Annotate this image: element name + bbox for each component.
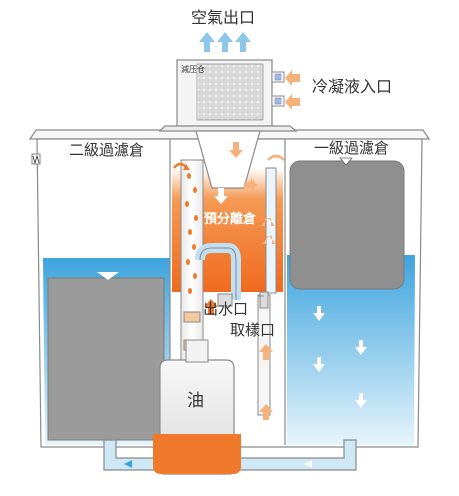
- flow-arrows-white: [313, 306, 367, 408]
- condensate-inlet-label: 冷凝液入口: [312, 77, 393, 96]
- tank-body: [31, 138, 423, 448]
- decompressor-label: 減压仓: [181, 65, 205, 74]
- condensate-inlet-arrows: [285, 70, 300, 110]
- pre-separation-chamber: [172, 130, 285, 416]
- water-outlet-label: 出水口: [203, 300, 249, 318]
- sampling-port-label: 取樣口: [230, 321, 276, 339]
- air-outlet-label: 空氣出口: [191, 8, 256, 27]
- air-outlet-arrows: [199, 32, 251, 52]
- primary-filter-label: 一級過濾倉: [314, 139, 390, 157]
- oil-droplets: [185, 173, 198, 294]
- secondary-filter-label: 二級過濾倉: [69, 141, 145, 159]
- pre-separation-label: 預分離倉: [204, 212, 257, 227]
- oil-label: 油: [187, 391, 204, 411]
- decompressor-box: [176, 59, 285, 127]
- oil-container: [153, 339, 241, 475]
